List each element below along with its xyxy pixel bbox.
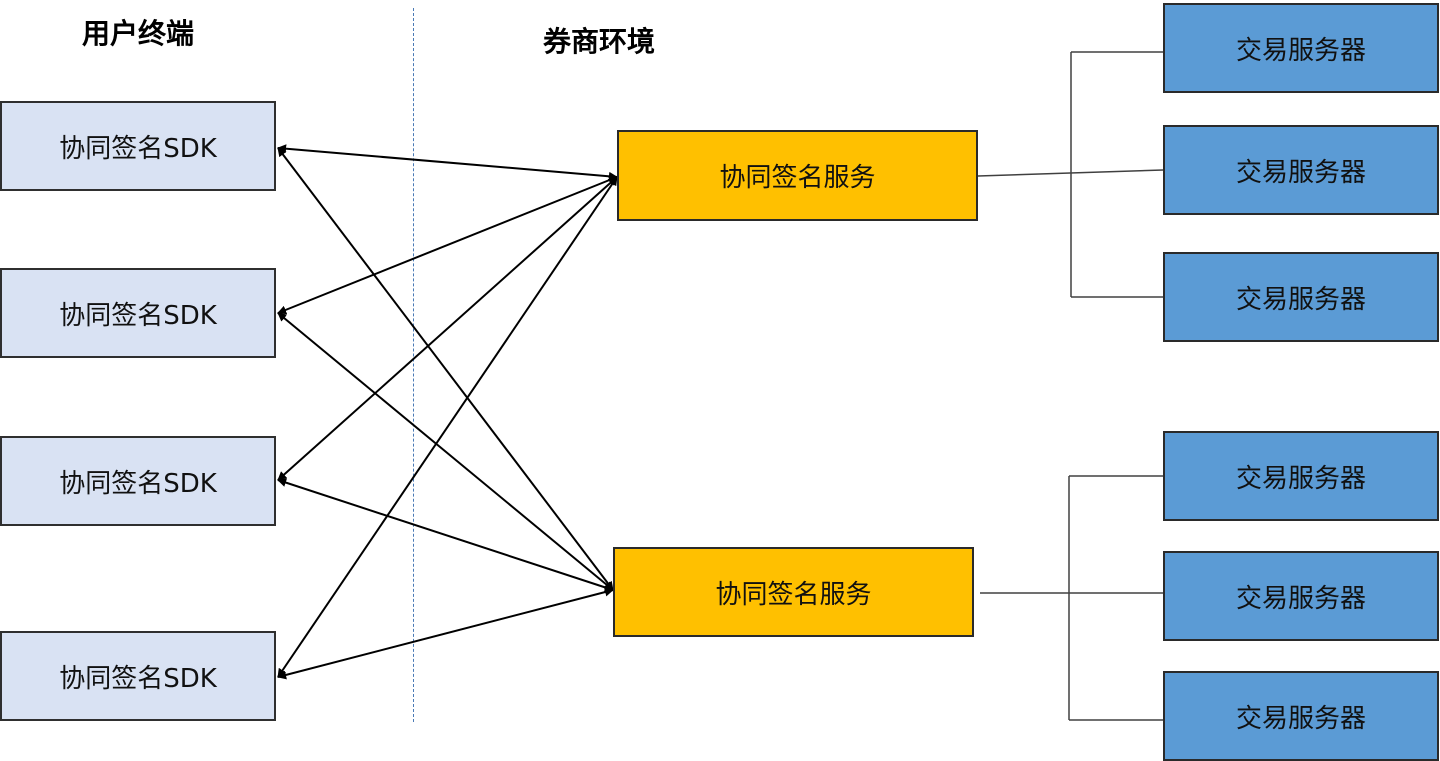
link-sdk2-svc1 bbox=[277, 175, 618, 315]
trade-server-label: 交易服务器 bbox=[1235, 157, 1366, 188]
sdk-node-label: 协同签名SDK bbox=[59, 468, 217, 499]
signing-service-1: 协同签名服务 bbox=[617, 130, 978, 221]
service-label: 协同签名服务 bbox=[715, 579, 872, 610]
service-label: 协同签名服务 bbox=[719, 163, 876, 193]
trade-server-4: 交易服务器 bbox=[1163, 431, 1439, 521]
link-sdk3-svc2 bbox=[277, 478, 614, 592]
trade-server-3: 交易服务器 bbox=[1163, 252, 1439, 342]
sdk-node-label: 协同签名SDK bbox=[59, 133, 217, 164]
broker-environment-title: 券商环境 bbox=[543, 25, 656, 58]
sdk-node-2: 协同签名SDK bbox=[0, 268, 276, 358]
trade-server-label: 交易服务器 bbox=[1235, 583, 1366, 614]
trade-server-6: 交易服务器 bbox=[1163, 671, 1439, 761]
sdk-node-label: 协同签名SDK bbox=[59, 663, 217, 694]
trade-server-label: 交易服务器 bbox=[1235, 35, 1366, 66]
trade-server-label: 交易服务器 bbox=[1235, 463, 1366, 494]
link-sdk3-svc1 bbox=[277, 176, 618, 481]
signing-service-2: 协同签名服务 bbox=[613, 547, 974, 637]
link-sdk1-svc2 bbox=[277, 147, 614, 591]
trade-server-1: 交易服务器 bbox=[1163, 3, 1439, 93]
trade-server-label: 交易服务器 bbox=[1235, 703, 1366, 734]
sdk-node-label: 协同签名SDK bbox=[59, 300, 217, 331]
sdk-node-4: 协同签名SDK bbox=[0, 631, 276, 721]
trade-server-label: 交易服务器 bbox=[1235, 284, 1366, 315]
sdk-node-3: 协同签名SDK bbox=[0, 436, 276, 526]
link-sdk1-svc1 bbox=[277, 144, 618, 181]
user-terminal-title: 用户终端 bbox=[82, 17, 195, 50]
trade-server-2: 交易服务器 bbox=[1163, 125, 1439, 215]
trade-server-5: 交易服务器 bbox=[1163, 551, 1439, 641]
link-sdk4-svc2 bbox=[277, 587, 614, 680]
link-sdk2-svc2 bbox=[277, 312, 614, 591]
sdk-node-1: 协同签名SDK bbox=[0, 101, 276, 191]
